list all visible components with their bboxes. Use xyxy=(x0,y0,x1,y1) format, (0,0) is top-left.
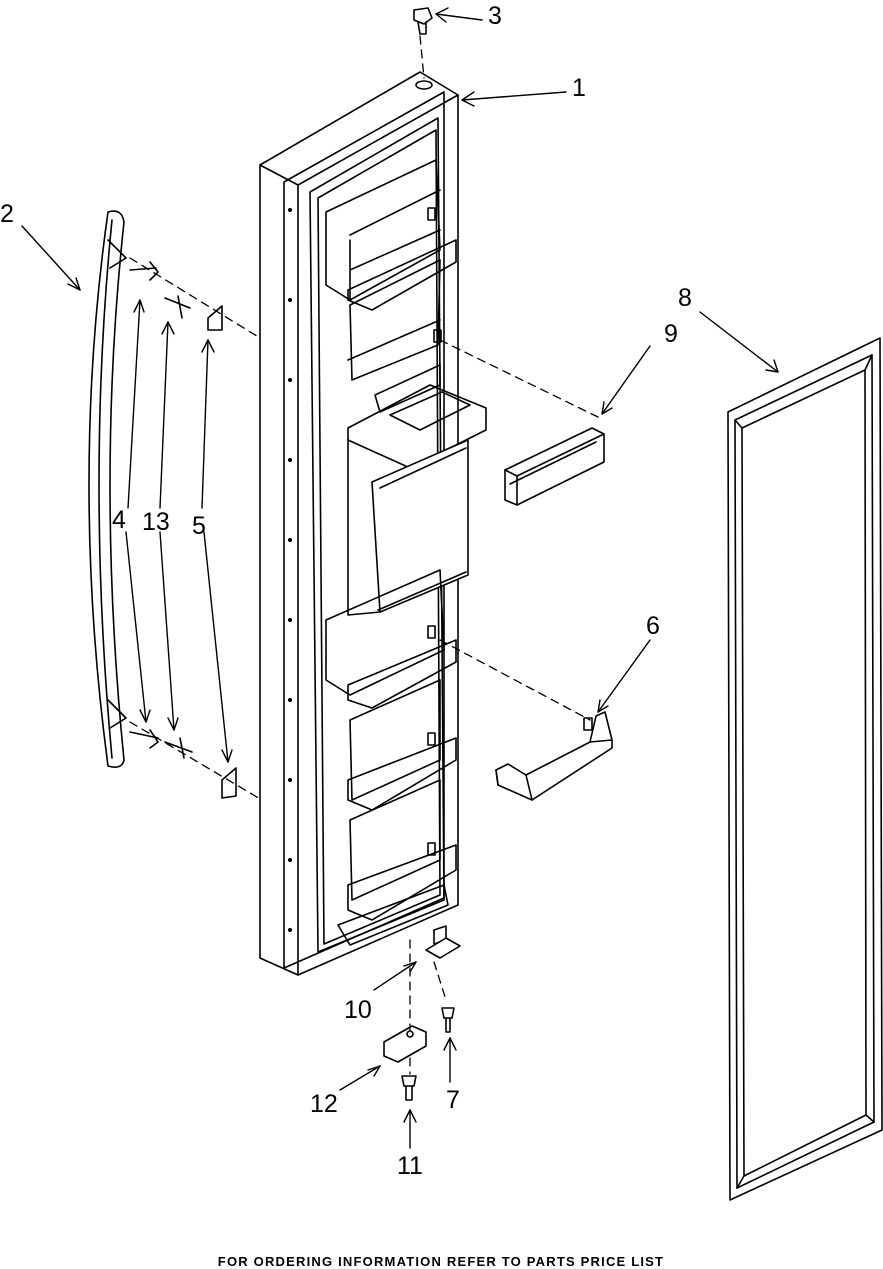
handle-screws-top xyxy=(130,262,222,330)
screw-7 xyxy=(442,1008,454,1032)
screw-11 xyxy=(402,1076,416,1100)
callout-6: 6 xyxy=(646,612,660,640)
footer-note: FOR ORDERING INFORMATION REFER TO PARTS … xyxy=(218,1254,664,1269)
door-bin xyxy=(496,712,612,800)
callout-10: 10 xyxy=(344,996,372,1024)
lower-hinge xyxy=(426,926,460,958)
callout-8: 8 xyxy=(678,284,692,312)
callout-5: 5 xyxy=(192,512,206,540)
callout-2: 2 xyxy=(0,200,14,228)
door-handle xyxy=(89,211,126,767)
callout-11: 11 xyxy=(397,1152,423,1180)
door-assembly xyxy=(260,72,486,975)
trim-strip xyxy=(505,428,604,505)
callout-7: 7 xyxy=(446,1086,460,1114)
hinge-bracket xyxy=(384,1026,426,1062)
handle-screws-bottom xyxy=(130,730,236,798)
callout-12: 12 xyxy=(310,1090,338,1118)
top-plug xyxy=(414,8,432,34)
callout-1: 1 xyxy=(572,74,586,102)
callout-9: 9 xyxy=(664,320,678,348)
callout-13: 13 xyxy=(142,508,170,536)
door-gasket xyxy=(728,338,882,1200)
callout-4: 4 xyxy=(112,506,126,534)
callout-3: 3 xyxy=(488,2,502,30)
